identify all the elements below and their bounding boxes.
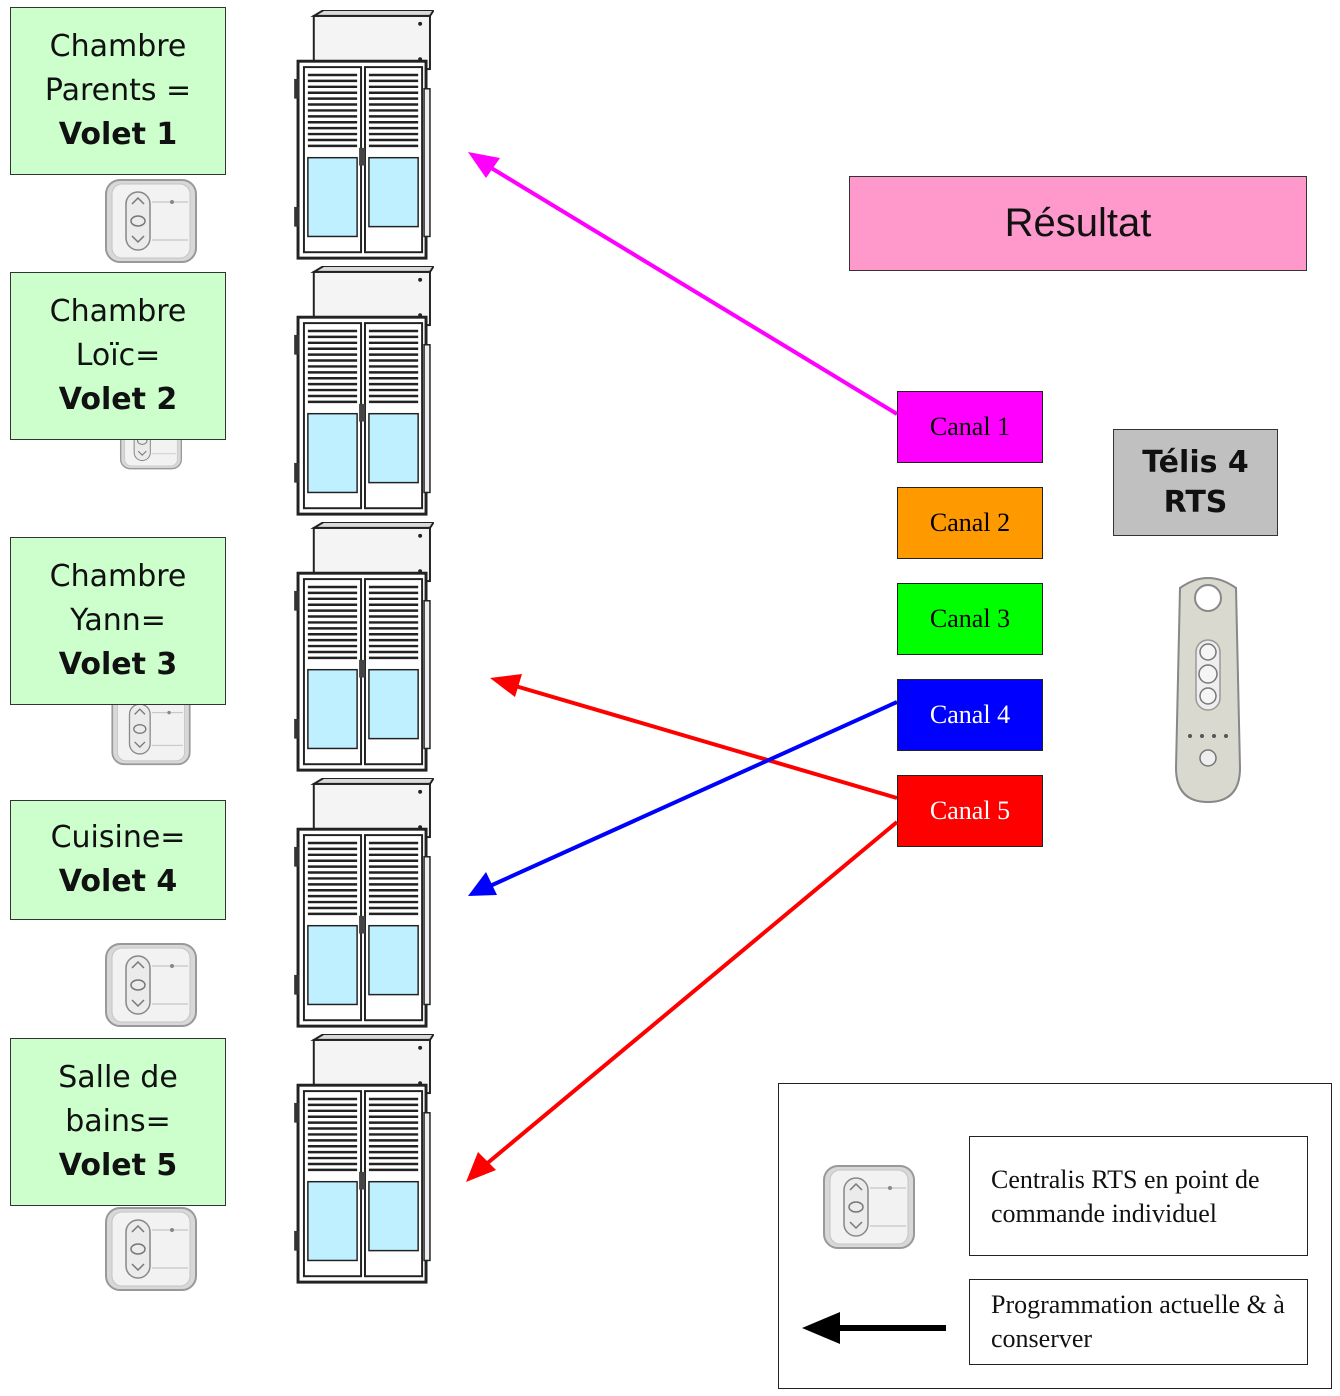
room-line-2: Yann=: [70, 603, 166, 638]
room-line-2: Parents =: [44, 73, 192, 108]
roller-shutter-window-icon: [293, 778, 435, 1034]
volet-label: Volet 1: [58, 117, 178, 152]
room-line-1: Chambre: [49, 29, 187, 64]
room-line-2: Cuisine=: [50, 820, 186, 855]
telis-line-1: Télis 4: [1142, 444, 1249, 480]
centralis-rts-switch-icon: [104, 940, 198, 1030]
room-box-volet-1: Chambre Parents = Volet 1: [10, 7, 226, 175]
room-box-volet-2: Chambre Loïc= Volet 2: [10, 272, 226, 440]
canal-1-box: Canal 1: [897, 391, 1043, 463]
roller-shutter-window-icon: [293, 266, 435, 522]
volet-label: Volet 4: [58, 864, 178, 899]
room-line-1: Chambre: [49, 559, 187, 594]
roller-shutter-window-icon: [293, 522, 435, 778]
room-box-volet-4: Cuisine= Volet 4: [10, 800, 226, 920]
legend-centralis-text: Centralis RTS en point de commande indiv…: [969, 1136, 1308, 1256]
telis-label-box: Télis 4 RTS: [1113, 429, 1278, 536]
canal-4-label: Canal 4: [929, 700, 1011, 729]
canal-2-label: Canal 2: [929, 508, 1011, 537]
canal-3-label: Canal 3: [929, 604, 1011, 633]
centralis-rts-switch-icon: [104, 178, 198, 264]
arrow-canal1-to-volet1: [468, 152, 899, 416]
canal-2-box: Canal 2: [897, 487, 1043, 559]
centralis-rts-switch-icon: [104, 1206, 198, 1292]
volet-label: Volet 3: [58, 647, 178, 682]
room-line-2: Loïc=: [75, 338, 161, 373]
centralis-rts-switch-icon: [104, 440, 198, 498]
arrow-canal4-to-volet4: [468, 700, 898, 896]
roller-shutter-window-icon: [293, 10, 435, 266]
centralis-rts-switch-icon: [822, 1164, 916, 1250]
telis-4-rts-remote-icon: [1174, 577, 1242, 804]
roller-shutter-window-icon: [293, 1034, 435, 1290]
volet-label: Volet 5: [58, 1148, 178, 1183]
arrow-canal5-to-volet3: [490, 674, 898, 800]
legend-arrow-text: Programmation actuelle & à conserver: [969, 1279, 1308, 1365]
room-line-1: Salle de: [58, 1060, 178, 1095]
room-box-volet-5: Salle de bains= Volet 5: [10, 1038, 226, 1206]
canal-5-label: Canal 5: [929, 796, 1011, 825]
black-arrow-icon: [802, 1312, 946, 1344]
result-title: Résultat: [849, 176, 1307, 271]
canal-3-box: Canal 3: [897, 583, 1043, 655]
telis-line-2: RTS: [1163, 484, 1228, 520]
room-line-2: bains=: [65, 1104, 171, 1139]
room-line-1: Chambre: [49, 294, 187, 329]
canal-1-label: Canal 1: [929, 412, 1011, 441]
centralis-rts-switch-icon: [104, 704, 198, 778]
room-box-volet-3: Chambre Yann= Volet 3: [10, 537, 226, 705]
volet-label: Volet 2: [58, 382, 178, 417]
canal-4-box: Canal 4: [897, 679, 1043, 751]
canal-5-box: Canal 5: [897, 775, 1043, 847]
